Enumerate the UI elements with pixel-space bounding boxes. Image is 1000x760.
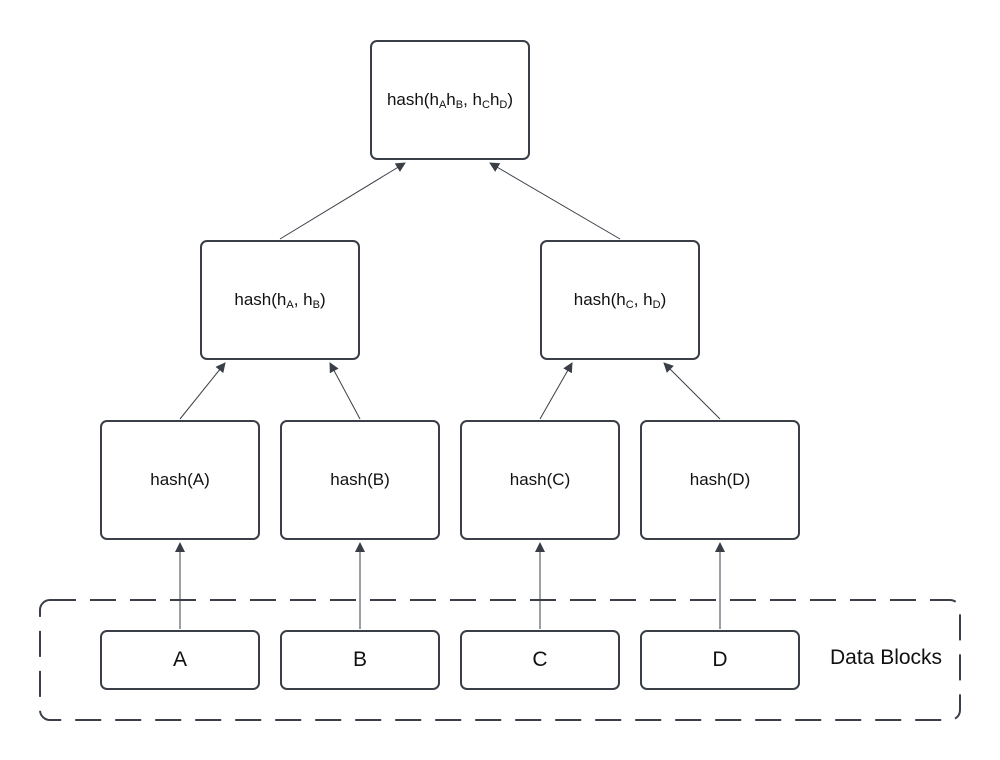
left-pair-hash-node: hash(hA, hB) [200, 240, 360, 360]
edge-hash-d-to-right-pair [663, 362, 721, 420]
leaf-hash-node-d: hash(D) [640, 420, 800, 540]
leaf-hash-label: hash(D) [689, 470, 751, 489]
edge-hash-c-to-right-pair [539, 362, 573, 420]
data-block-c: C [460, 630, 620, 690]
leaf-hash-node-b: hash(B) [280, 420, 440, 540]
data-block-label: C [532, 648, 548, 671]
root-hash-node: hash(hAhB, hChD) [370, 40, 530, 160]
data-block-label: D [712, 648, 728, 671]
data-block-b: B [280, 630, 440, 690]
data-blocks-group-border [39, 599, 961, 721]
left-pair-hash-label: hash(hA, hB) [234, 289, 326, 311]
root-hash-label: hash(hAhB, hChD) [386, 89, 514, 111]
edge-right-pair-to-root [489, 162, 621, 240]
leaf-hash-node-c: hash(C) [460, 420, 620, 540]
data-block-d: D [640, 630, 800, 690]
edge-hash-b-to-left-pair [329, 362, 361, 420]
leaf-hash-label: hash(C) [509, 470, 571, 489]
data-block-label: A [172, 648, 187, 671]
right-pair-hash-label: hash(hC, hD) [573, 289, 667, 311]
edge-hash-a-to-left-pair [179, 362, 226, 420]
leaf-hash-label: hash(B) [330, 470, 390, 489]
data-blocks-group-label: Data Blocks [830, 646, 943, 669]
leaf-hash-node-a: hash(A) [100, 420, 260, 540]
edge-left-pair-to-root [279, 162, 406, 240]
leaf-hash-label: hash(A) [150, 470, 210, 489]
data-block-a: A [100, 630, 260, 690]
right-pair-hash-node: hash(hC, hD) [540, 240, 700, 360]
data-block-label: B [352, 648, 367, 671]
